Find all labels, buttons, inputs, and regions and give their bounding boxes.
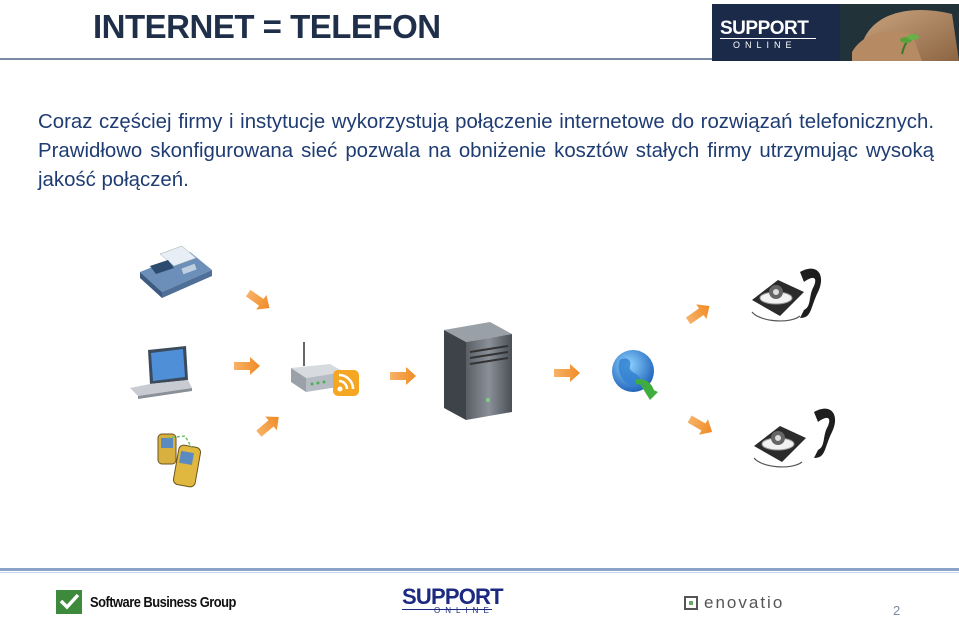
logo-support-text: SUPPORT (720, 18, 809, 39)
mobile-phones-icon (157, 433, 202, 488)
sbg-check-icon (56, 590, 82, 614)
wireless-router-icon (291, 342, 359, 396)
globe-icon (612, 350, 658, 400)
title-divider (0, 58, 712, 60)
enovatio-square-icon (684, 596, 698, 610)
footer-logo-underline (402, 609, 492, 610)
enovatio-logo: enovatio (684, 593, 784, 613)
footer-logo-online-text: ONLINE (434, 606, 494, 615)
enovatio-logo-text: enovatio (704, 593, 785, 612)
support-online-header-logo: SUPPORT ONLINE (712, 4, 959, 61)
support-online-footer-logo: SUPPORT ONLINE (402, 584, 504, 615)
laptop-icon (130, 346, 192, 399)
logo-online-text: ONLINE (733, 40, 797, 50)
page-title: INTERNET = TELEFON (93, 8, 441, 45)
desk-phone-icon (753, 408, 836, 468)
intro-paragraph: Coraz częściej firmy i instytucje wykorz… (38, 111, 934, 191)
arrow-globe-to-phone-bottom (687, 415, 713, 435)
sbg-logo-text: Software Business Group (90, 593, 236, 611)
arrow-fax-to-router (245, 289, 270, 310)
footer-divider-thin (0, 572, 959, 573)
footer-divider (0, 568, 959, 571)
fax-phone-icon (140, 245, 212, 298)
arrow-router-to-server (390, 367, 416, 385)
server-tower-icon (444, 322, 512, 420)
page-number: 2 (893, 603, 901, 618)
sbg-logo: Software Business Group (56, 590, 260, 614)
desk-phone-icon (751, 268, 822, 322)
arrow-laptop-to-router (234, 357, 260, 375)
footer-logo-support-text: SUPPORT (402, 584, 504, 609)
arrow-server-to-globe (554, 364, 580, 382)
arrow-mobile-to-router (256, 416, 279, 437)
logo-underline (720, 38, 816, 39)
hands-plant-image (840, 4, 959, 61)
arrow-globe-to-phone-top (685, 304, 710, 325)
